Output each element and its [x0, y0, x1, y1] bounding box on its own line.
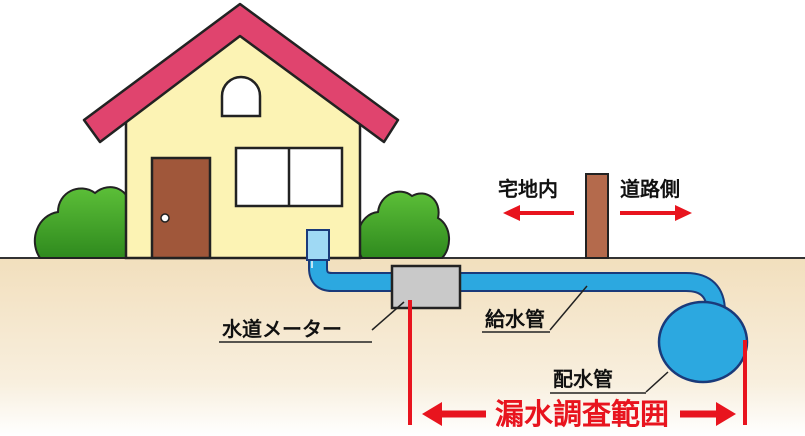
distribution-main-label: 配水管 [553, 367, 613, 391]
house-door [150, 156, 212, 260]
house [82, 2, 400, 260]
water-meter [371, 264, 462, 331]
water-meter-label: 水道メーター [222, 317, 342, 341]
survey-range-label: 漏水調査範囲 [495, 397, 669, 431]
road-side-arrow [620, 205, 692, 221]
private-side-label: 宅地内 [498, 177, 558, 201]
private-side-arrow [503, 205, 574, 221]
door-knob [160, 213, 170, 223]
service-pipe [306, 229, 726, 331]
attic-window [220, 75, 262, 118]
pipe-indicator [549, 285, 588, 331]
house-roof [82, 2, 400, 144]
bush-right [356, 190, 450, 259]
road-side-label: 道路側 [620, 177, 680, 201]
survey-range: 漏水調査範囲 [408, 300, 747, 431]
service-pipe-label: 給水管 [485, 307, 545, 331]
road-boundary-post [585, 173, 609, 259]
